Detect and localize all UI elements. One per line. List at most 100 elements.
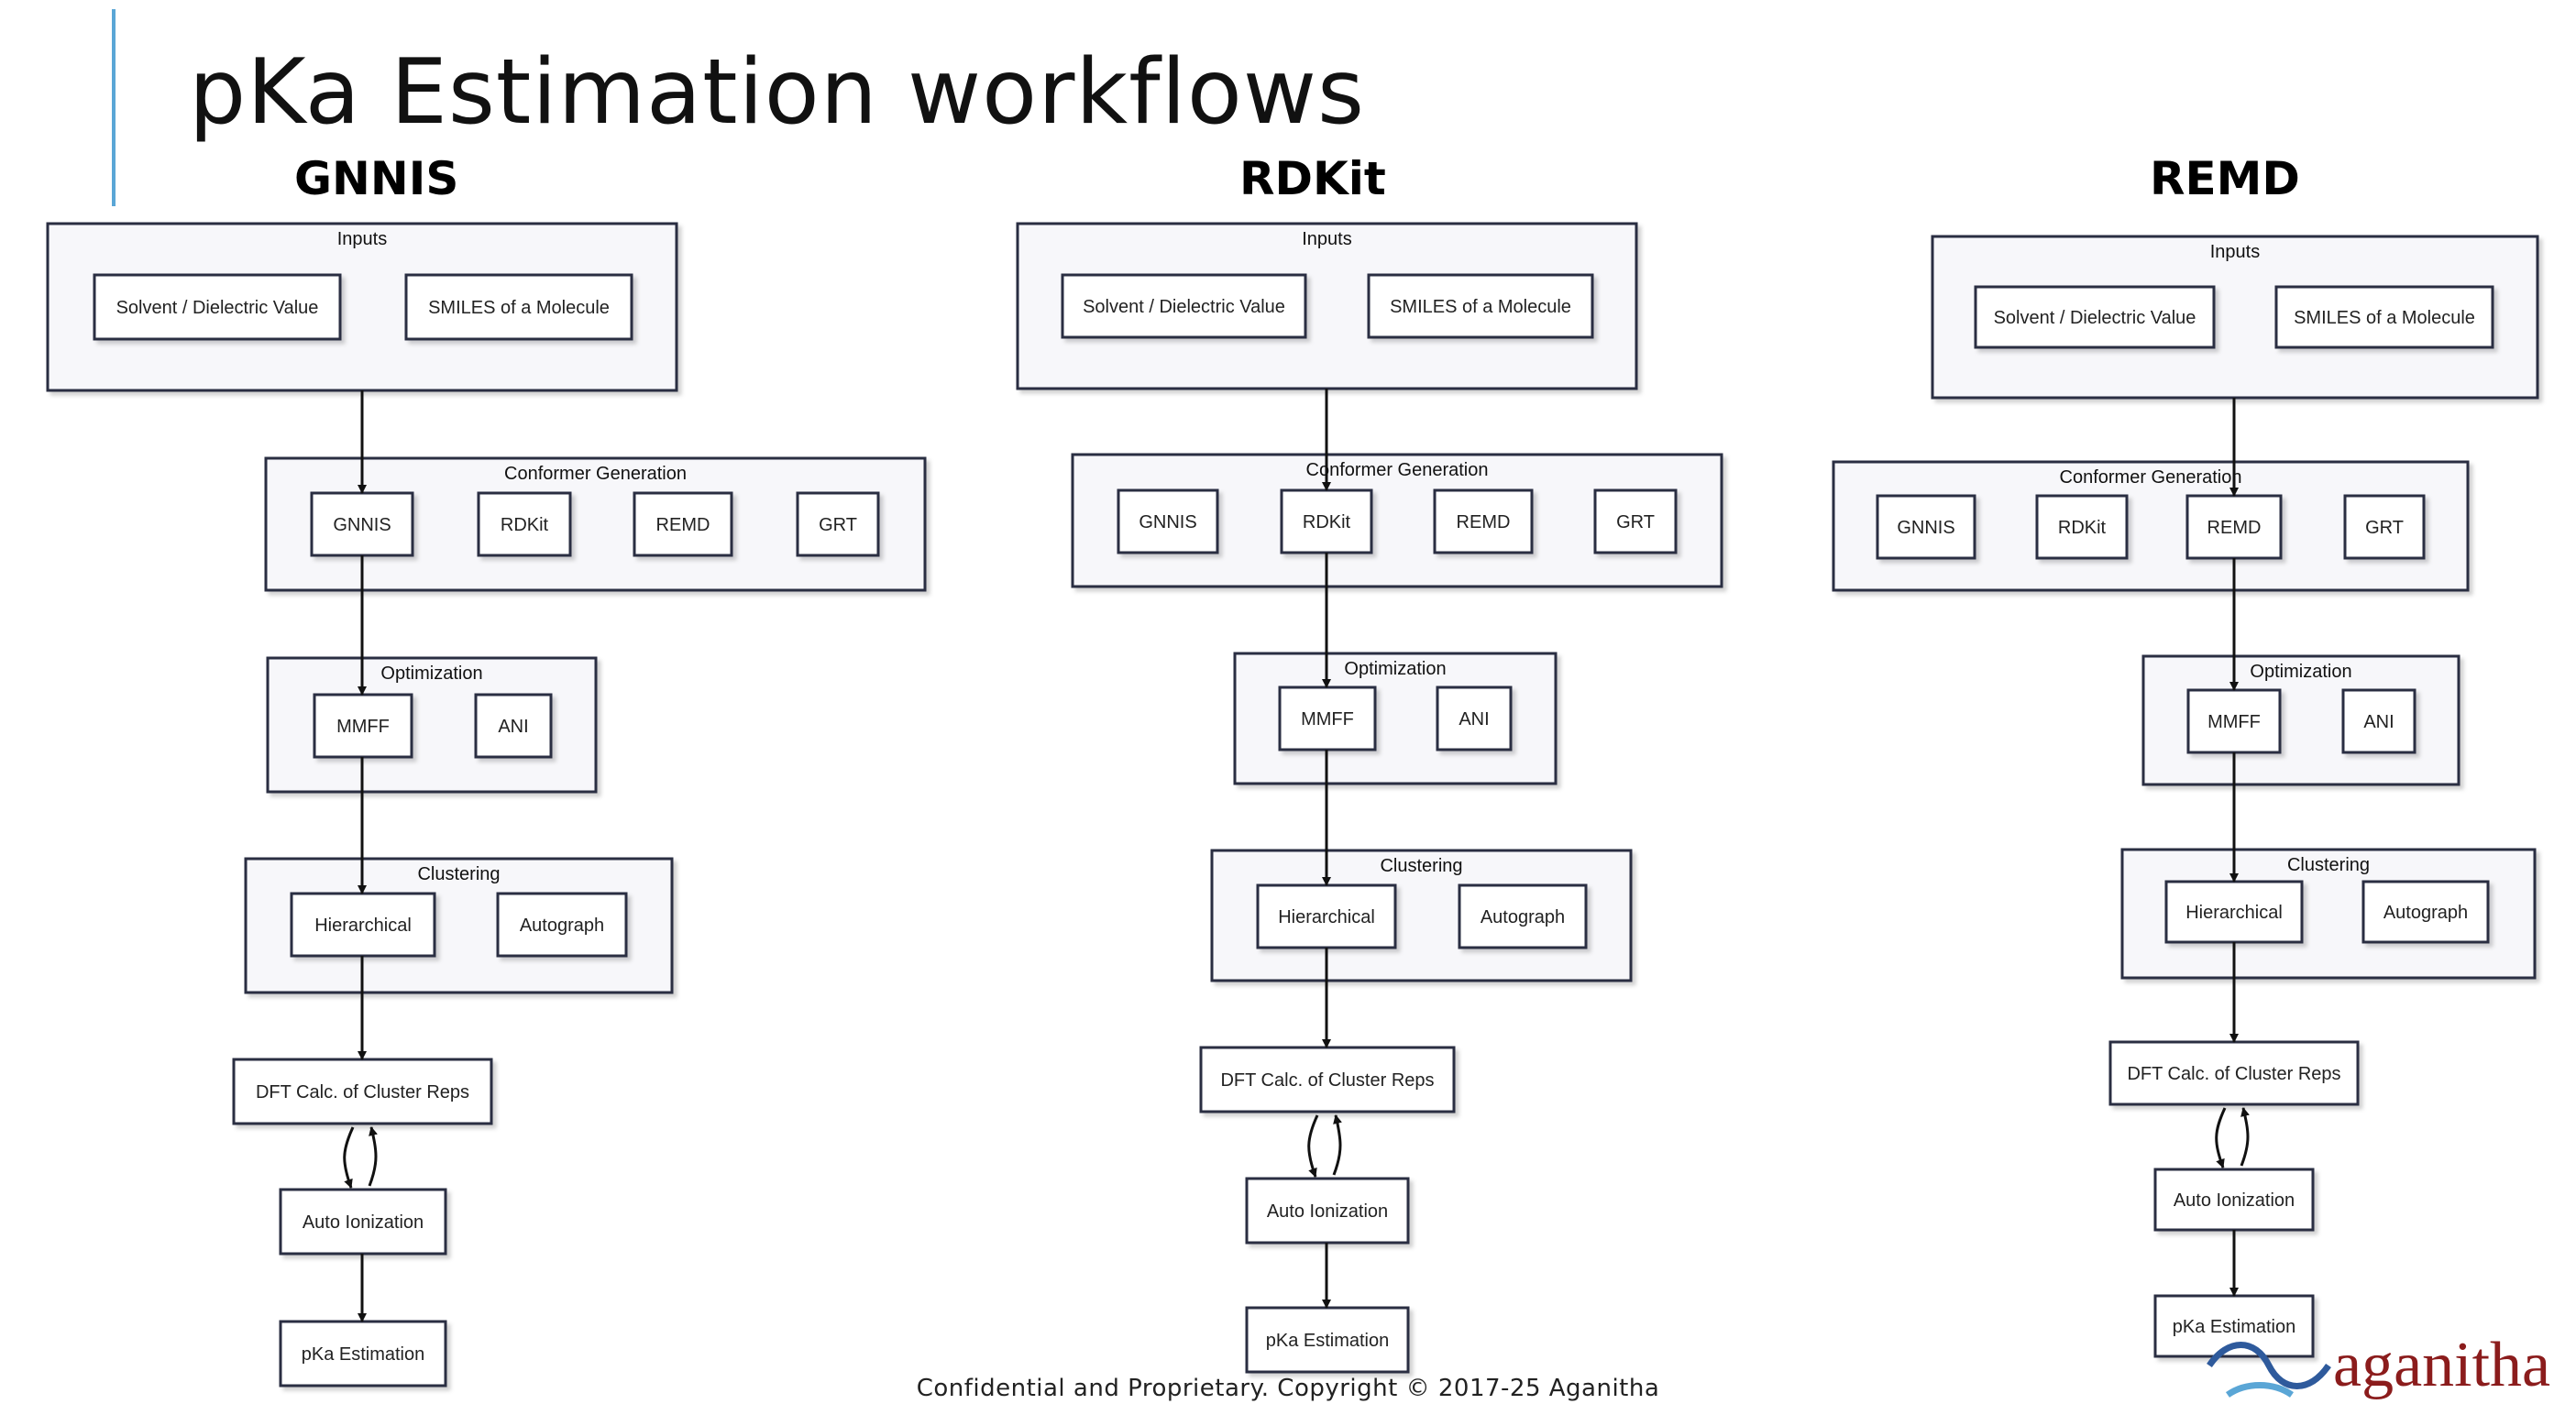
remd-conformer-grt-box: GRT	[2343, 494, 2426, 560]
rdkit-conformer-remd-box: REMD	[1433, 488, 1534, 554]
remd-conformer-rdkit-box: RDKit	[2035, 494, 2129, 560]
rdkit-conformer-grt-box-label: GRT	[1616, 512, 1655, 532]
remd-mmff-box-label: MMFF	[2207, 712, 2261, 732]
remd-solvent-box: Solvent / Dielectric Value	[1974, 285, 2216, 349]
remd-dft-box-label: DFT Calc. of Cluster Reps	[2127, 1064, 2340, 1084]
gnnis-solvent-box: Solvent / Dielectric Value	[93, 273, 342, 341]
gnnis-conformer-rdkit-box: RDKit	[477, 491, 572, 557]
remd-dft-box: DFT Calc. of Cluster Reps	[2108, 1040, 2360, 1106]
rdkit-auto-ionization-box: Auto Ionization	[1245, 1177, 1410, 1245]
rdkit-auto-ionization-box-label: Auto Ionization	[1267, 1201, 1388, 1222]
gnnis-smiles-box-label: SMILES of a Molecule	[428, 298, 610, 318]
rdkit-hierarchical-box: Hierarchical	[1256, 883, 1397, 949]
gnnis-solvent-box-label: Solvent / Dielectric Value	[116, 298, 319, 318]
rdkit-conformer-group-title: Conformer Generation	[1306, 460, 1489, 480]
rdkit-pka-estimation-box-label: pKa Estimation	[1266, 1331, 1390, 1351]
footer-copyright: Confidential and Proprietary. Copyright …	[916, 1375, 1660, 1402]
gnnis-conformer-gnnis-box: GNNIS	[310, 491, 414, 557]
rdkit-conformer-rdkit-box-label: RDKit	[1303, 512, 1351, 532]
remd-conformer-gnnis-box-label: GNNIS	[1897, 518, 1954, 538]
remd-conformer-remd-box: REMD	[2185, 494, 2283, 560]
rdkit-autograph-box-label: Autograph	[1481, 907, 1565, 927]
gnnis-auto-ionization-box-label: Auto Ionization	[303, 1212, 424, 1233]
remd-arrow-autoion-to-dft	[2240, 1107, 2250, 1167]
rdkit-arrow-autoion-to-dft	[1332, 1114, 1342, 1176]
gnnis-conformer-remd-box-label: REMD	[656, 515, 710, 535]
title-accent-bar	[112, 9, 116, 206]
gnnis-inputs-group-title: Inputs	[337, 229, 387, 249]
gnnis-mmff-box-label: MMFF	[336, 717, 390, 737]
remd-conformer-gnnis-box: GNNIS	[1876, 494, 1976, 560]
remd-hierarchical-box-label: Hierarchical	[2185, 903, 2283, 923]
remd-conformer-remd-box-label: REMD	[2207, 518, 2262, 538]
gnnis-conformer-group-title: Conformer Generation	[504, 464, 687, 484]
rdkit-ani-box-label: ANI	[1459, 709, 1489, 729]
workflow-title-rdkit: RDKit	[1239, 152, 1386, 205]
remd-arrow-dft-to-autoion	[2215, 1107, 2227, 1168]
gnnis-pka-estimation-box: pKa Estimation	[279, 1320, 447, 1388]
rdkit-smiles-box: SMILES of a Molecule	[1367, 273, 1594, 339]
gnnis-dft-box-label: DFT Calc. of Cluster Reps	[256, 1082, 469, 1102]
remd-optimization-group-title: Optimization	[2250, 662, 2351, 682]
remd-conformer-grt-box-label: GRT	[2365, 518, 2404, 538]
rdkit-inputs-group-title: Inputs	[1302, 229, 1351, 249]
remd-inputs-group-title: Inputs	[2210, 242, 2260, 262]
gnnis-auto-ionization-box: Auto Ionization	[279, 1188, 447, 1256]
gnnis-hierarchical-box-label: Hierarchical	[314, 916, 412, 936]
workflow-title-remd: REMD	[2150, 152, 2300, 205]
workflow-title-gnnis: GNNIS	[294, 152, 459, 205]
remd-smiles-box-label: SMILES of a Molecule	[2294, 308, 2475, 328]
rdkit-dft-box-label: DFT Calc. of Cluster Reps	[1220, 1070, 1434, 1091]
rdkit-pka-estimation-box: pKa Estimation	[1245, 1306, 1410, 1374]
rdkit-conformer-grt-box: GRT	[1593, 488, 1678, 554]
rdkit-optimization-group-title: Optimization	[1344, 659, 1446, 679]
remd-auto-ionization-box-label: Auto Ionization	[2174, 1190, 2295, 1211]
gnnis-conformer-grt-box: GRT	[796, 491, 880, 557]
gnnis-smiles-box: SMILES of a Molecule	[404, 273, 633, 341]
rdkit-clustering-group-title: Clustering	[1380, 856, 1462, 876]
rdkit-mmff-box-label: MMFF	[1301, 709, 1354, 729]
gnnis-pka-estimation-box-label: pKa Estimation	[302, 1344, 425, 1365]
remd-hierarchical-box: Hierarchical	[2164, 880, 2304, 944]
remd-pka-estimation-box-label: pKa Estimation	[2173, 1317, 2296, 1337]
gnnis-conformer-remd-box: REMD	[633, 491, 733, 557]
company-logo: aganitha	[2207, 1330, 2550, 1400]
rdkit-conformer-gnnis-box-label: GNNIS	[1139, 512, 1196, 532]
gnnis-dft-box: DFT Calc. of Cluster Reps	[232, 1058, 493, 1125]
gnnis-arrow-dft-to-autoion	[343, 1126, 355, 1189]
rdkit-dft-box: DFT Calc. of Cluster Reps	[1199, 1046, 1456, 1113]
rdkit-conformer-rdkit-box: RDKit	[1280, 488, 1373, 554]
remd-auto-ionization-box: Auto Ionization	[2153, 1168, 2315, 1232]
remd-ani-box: ANI	[2341, 688, 2416, 754]
slide-title: pKa Estimation workflows	[189, 40, 1366, 145]
gnnis-conformer-gnnis-box-label: GNNIS	[333, 515, 391, 535]
remd-conformer-rdkit-box-label: RDKit	[2058, 518, 2107, 538]
rdkit-ani-box: ANI	[1436, 686, 1513, 751]
rdkit-hierarchical-box-label: Hierarchical	[1278, 907, 1375, 927]
gnnis-ani-box: ANI	[474, 693, 553, 759]
remd-mmff-box: MMFF	[2186, 688, 2282, 754]
rdkit-conformer-gnnis-box: GNNIS	[1117, 488, 1219, 554]
remd-ani-box-label: ANI	[2363, 712, 2394, 732]
gnnis-optimization-group-title: Optimization	[380, 664, 482, 684]
gnnis-conformer-grt-box-label: GRT	[819, 515, 857, 535]
remd-smiles-box: SMILES of a Molecule	[2274, 285, 2494, 349]
rdkit-mmff-box: MMFF	[1278, 686, 1377, 751]
gnnis-autograph-box: Autograph	[496, 892, 628, 958]
remd-autograph-box-label: Autograph	[2383, 903, 2468, 923]
gnnis-mmff-box: MMFF	[313, 693, 413, 759]
gnnis-autograph-box-label: Autograph	[520, 916, 604, 936]
gnnis-clustering-group-title: Clustering	[417, 864, 500, 884]
remd-solvent-box-label: Solvent / Dielectric Value	[1994, 308, 2196, 328]
gnnis-hierarchical-box: Hierarchical	[290, 892, 436, 958]
logo-text: aganitha	[2333, 1330, 2550, 1400]
gnnis-ani-box-label: ANI	[498, 717, 528, 737]
rdkit-smiles-box-label: SMILES of a Molecule	[1390, 297, 1571, 317]
rdkit-autograph-box: Autograph	[1458, 883, 1588, 949]
rdkit-solvent-box-label: Solvent / Dielectric Value	[1083, 297, 1285, 317]
remd-conformer-group-title: Conformer Generation	[2060, 467, 2242, 488]
rdkit-solvent-box: Solvent / Dielectric Value	[1061, 273, 1307, 339]
rdkit-conformer-remd-box-label: REMD	[1457, 512, 1511, 532]
remd-autograph-box: Autograph	[2361, 880, 2490, 944]
